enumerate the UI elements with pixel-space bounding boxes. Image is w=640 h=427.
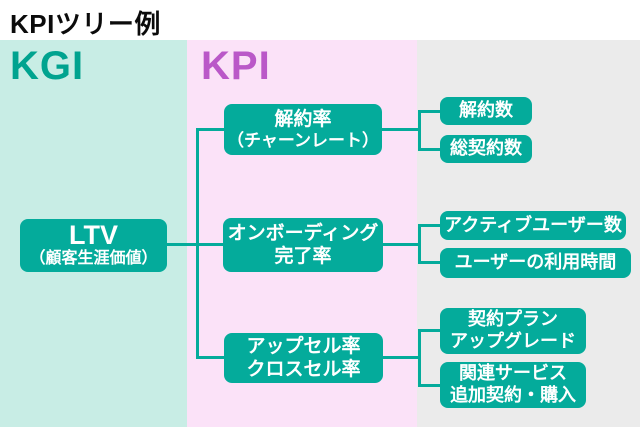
node-usage-time-label: ユーザーの利用時間 bbox=[454, 252, 617, 273]
node-related-services-line2: 追加契約・購入 bbox=[450, 385, 576, 405]
node-onboarding-line2: 完了率 bbox=[274, 246, 332, 267]
node-upsell-line2: クロスセル率 bbox=[246, 359, 361, 380]
node-related-services-line1: 関連サービス bbox=[459, 363, 567, 384]
connector-trunk-to-upsell bbox=[196, 356, 224, 359]
connector-kpi-trunk bbox=[196, 128, 199, 359]
node-onboarding-line1: オンボーディング bbox=[227, 222, 379, 244]
connector-upsell-to-children bbox=[383, 356, 421, 359]
connector-onboarding-bracket bbox=[418, 224, 421, 264]
node-churn-rate-line2: （チャーンレート） bbox=[227, 130, 379, 150]
node-ltv: LTV （顧客生涯価値） bbox=[20, 219, 167, 272]
node-plan-upgrade-line1: 契約プラン bbox=[468, 309, 558, 330]
connector-stub-cancellations bbox=[418, 110, 440, 113]
page-title: KPIツリー例 bbox=[10, 9, 161, 39]
connector-stub-usage-time bbox=[418, 261, 440, 264]
node-total-contracts: 総契約数 bbox=[440, 135, 532, 163]
node-upsell-cross-sell: アップセル率 クロスセル率 bbox=[224, 333, 383, 383]
connector-churn-bracket bbox=[418, 110, 421, 151]
node-churn-rate-line1: 解約率 bbox=[274, 108, 332, 130]
node-cancellations: 解約数 bbox=[440, 97, 532, 125]
node-plan-upgrade-line2: アップグレード bbox=[450, 331, 576, 351]
node-cancellations-label: 解約数 bbox=[459, 100, 513, 121]
connector-stub-total-contracts bbox=[418, 148, 440, 151]
node-usage-time: ユーザーの利用時間 bbox=[440, 248, 631, 278]
node-total-contracts-label: 総契約数 bbox=[450, 138, 522, 159]
node-active-users-label: アクティブユーザー数 bbox=[444, 214, 622, 235]
connector-upsell-bracket bbox=[418, 329, 421, 387]
node-ltv-line2: （顧客生涯価値） bbox=[29, 250, 158, 268]
kpi-heading: KPI bbox=[201, 44, 271, 88]
connector-stub-plan-upgrade bbox=[418, 329, 440, 332]
node-ltv-line1: LTV bbox=[69, 220, 118, 251]
node-plan-upgrade: 契約プラン アップグレード bbox=[440, 308, 586, 354]
connector-stub-related-services bbox=[418, 384, 440, 387]
node-churn-rate: 解約率 （チャーンレート） bbox=[224, 104, 382, 155]
node-related-services: 関連サービス 追加契約・購入 bbox=[440, 362, 586, 408]
kgi-heading: KGI bbox=[10, 44, 85, 88]
node-active-users: アクティブユーザー数 bbox=[440, 211, 626, 240]
connector-ltv-to-trunk bbox=[167, 243, 224, 246]
node-onboarding-completion: オンボーディング 完了率 bbox=[223, 218, 383, 272]
connector-onboarding-to-children bbox=[383, 243, 421, 246]
connector-trunk-to-churn bbox=[196, 128, 224, 131]
connector-stub-active-users bbox=[418, 224, 440, 227]
connector-churn-to-children bbox=[382, 128, 421, 131]
node-upsell-line1: アップセル率 bbox=[246, 335, 361, 357]
